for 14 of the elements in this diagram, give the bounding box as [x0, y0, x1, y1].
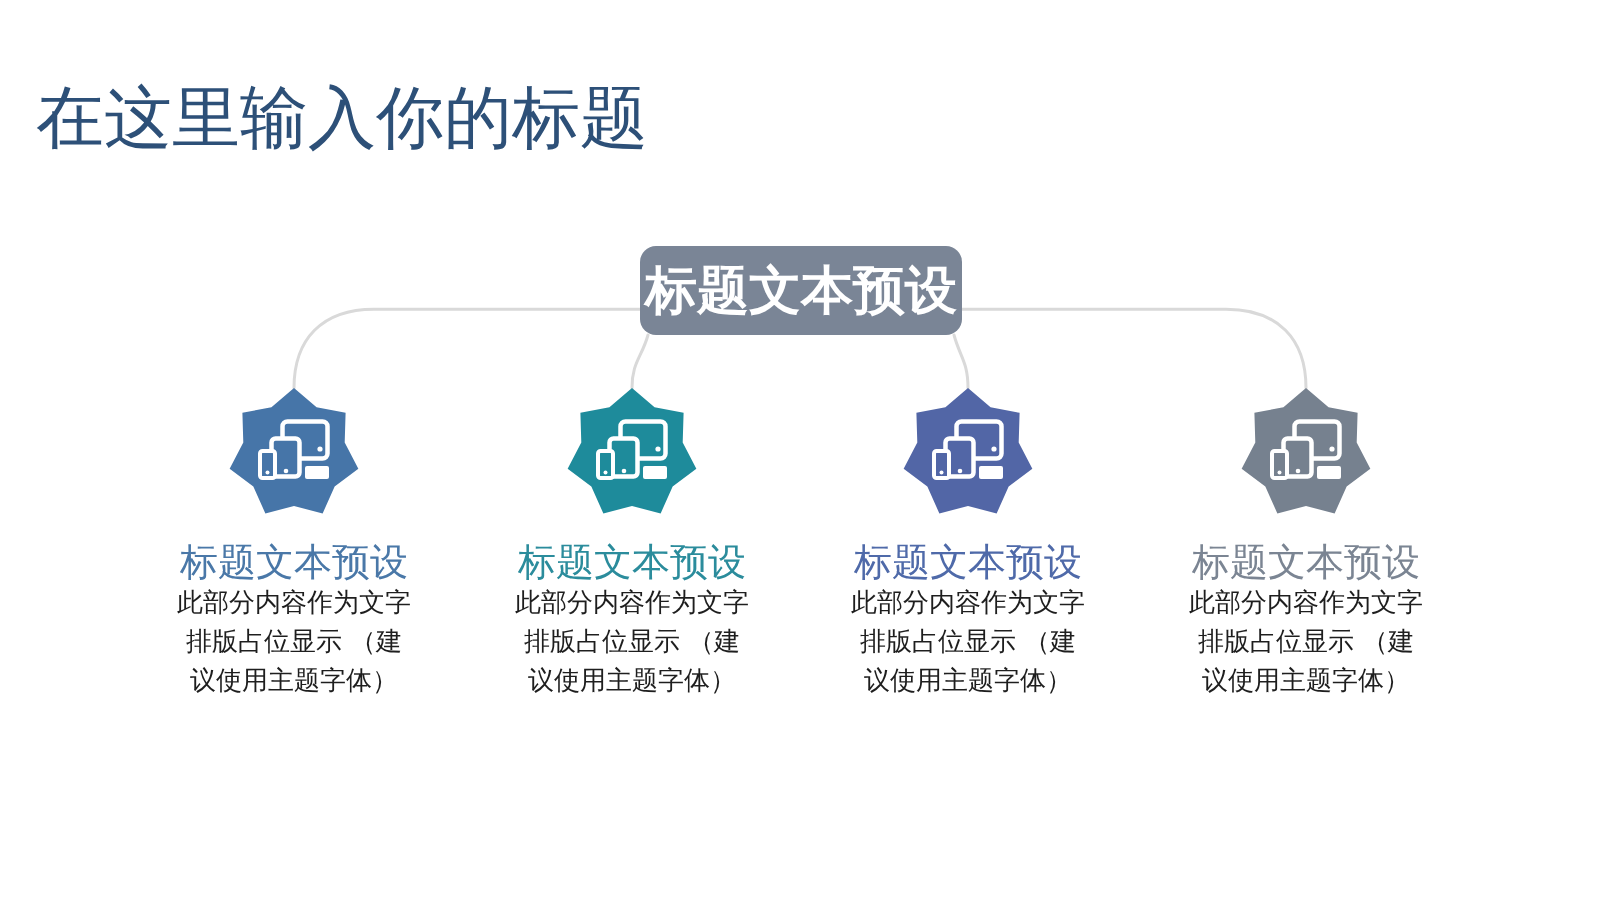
branch-description: 此部分内容作为文字排版占位显示 （建议使用主题字体） [176, 586, 412, 697]
connector-line [630, 333, 650, 390]
branch-description: 此部分内容作为文字排版占位显示 （建议使用主题字体） [850, 586, 1086, 697]
connector-line [292, 307, 642, 390]
slide-title: 在这里输入你的标题 [36, 80, 648, 156]
branch-heading: 标题文本预设 [1191, 541, 1421, 583]
connector-line [952, 333, 970, 390]
topic-box: 标题文本预设 [640, 246, 962, 335]
connector-line [960, 307, 1308, 390]
branch-description: 此部分内容作为文字排版占位显示 （建议使用主题字体） [1188, 586, 1424, 697]
branch-description: 此部分内容作为文字排版占位显示 （建议使用主题字体） [514, 586, 750, 697]
branch-heading: 标题文本预设 [853, 541, 1083, 583]
branch-heading: 标题文本预设 [179, 541, 409, 583]
branch-heading: 标题文本预设 [517, 541, 747, 583]
